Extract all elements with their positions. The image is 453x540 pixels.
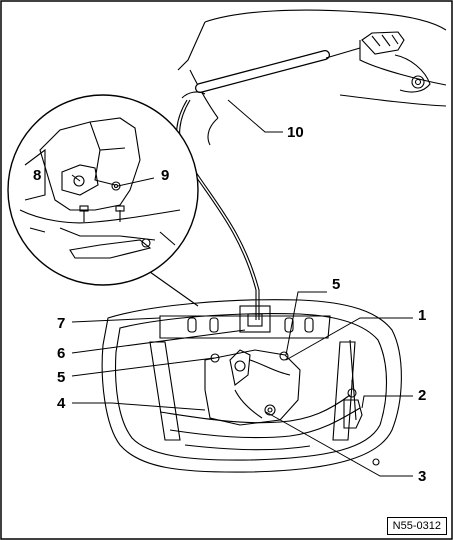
leader-3 [265,411,413,477]
detail-magnifier [7,94,199,307]
release-handle-area [175,9,447,320]
callout-8: 8 [33,167,41,184]
leader-5a [285,291,327,356]
detail-circle [7,94,199,286]
leader-1 [285,317,413,361]
callout-5-top: 5 [332,276,340,293]
figure-reference: N55-0312 [386,517,447,535]
callout-10: 10 [287,124,304,141]
leader-2 [361,395,413,409]
leader-9 [117,177,155,187]
leader-7 [71,317,161,323]
callout-1: 1 [418,307,426,324]
tailgate-panel [101,299,402,473]
callout-2: 2 [418,387,426,404]
callout-6: 6 [57,345,65,362]
callout-labels: 10 8 9 5 1 7 6 5 2 4 3 [33,124,426,485]
leader-4 [72,402,206,411]
callout-5-bottom: 5 [57,369,65,386]
leader-8 [71,174,81,182]
leader-6 [71,329,246,354]
callout-9: 9 [161,167,169,184]
detail-link-line [149,271,199,307]
callout-3: 3 [418,468,426,485]
callout-7: 7 [57,315,65,332]
callout-4: 4 [57,395,66,412]
leader-5b [71,357,215,377]
leader-lines [71,99,413,477]
leader-10 [227,99,283,133]
